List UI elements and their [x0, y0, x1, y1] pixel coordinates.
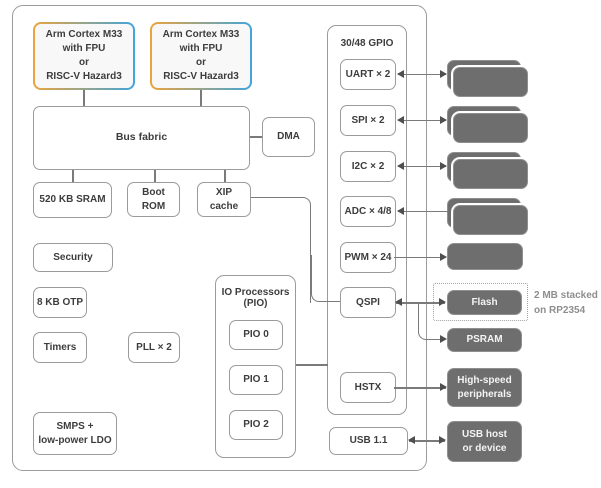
cpu-core-0-label: Arm Cortex M33 with FPU or RISC-V Hazard… [35, 24, 133, 88]
flash-note: 2 MB stacked on RP2354 [534, 290, 598, 316]
cpu-core-1-block: Arm Cortex M33 with FPU or RISC-V Hazard… [150, 22, 252, 90]
hstx-block: HSTX [340, 372, 396, 403]
xip-qspi-connector-b [311, 255, 342, 302]
qspi-psram-connector [418, 303, 442, 340]
high-speed-peripherals-block: High-speed peripherals [447, 368, 522, 407]
pio2-block: PIO 2 [229, 410, 283, 440]
cpu1-bus-connector [200, 90, 202, 107]
pio0-block: PIO 0 [229, 320, 283, 350]
dma-block: DMA [262, 117, 315, 157]
pio-title: IO Processors (PIO) [221, 287, 290, 309]
psram-arrowhead-icon [440, 334, 447, 343]
pwm-pins-block [447, 243, 523, 270]
timers-block: Timers [33, 332, 87, 363]
gpio-container: 30/48 GPIO [327, 25, 407, 415]
flash-block: Flash [447, 290, 522, 315]
spi-block: SPI × 2 [340, 105, 396, 136]
bus-dma-connector [249, 136, 263, 138]
usb-host-block: USB host or device [447, 421, 522, 462]
adc-pins-arrow [397, 207, 448, 214]
bus-sram-connector [72, 169, 74, 183]
smps-block: SMPS + low-power LDO [33, 412, 117, 455]
bus-bootrom-connector [154, 169, 156, 183]
pio1-block: PIO 1 [229, 365, 283, 395]
otp-block: 8 KB OTP [33, 287, 87, 318]
hstx-peripherals-arrow [394, 384, 447, 391]
uart-block: UART × 2 [340, 59, 396, 90]
sram-block: 520 KB SRAM [33, 182, 112, 218]
i2c-pins-arrow [397, 162, 447, 169]
i2c-block: I2C × 2 [340, 151, 396, 182]
uart-pins-arrow [397, 70, 447, 77]
boot-rom-block: Boot ROM [127, 182, 180, 217]
pwm-block: PWM × 24 [340, 242, 396, 273]
i2c-pins-front [453, 159, 528, 189]
pio-container: IO Processors (PIO) [215, 275, 296, 458]
pwm-pins-arrow [394, 253, 447, 260]
adc-block: ADC × 4/8 [340, 196, 396, 227]
spi-pins-arrow [397, 116, 447, 123]
chip-boundary [12, 5, 427, 471]
uart-pins-front [453, 67, 528, 97]
cpu-core-1-label: Arm Cortex M33 with FPU or RISC-V Hazard… [152, 24, 250, 88]
qspi-block: QSPI [340, 287, 396, 318]
cpu0-bus-connector [83, 90, 85, 107]
security-block: Security [33, 243, 113, 272]
psram-block: PSRAM [447, 328, 522, 352]
bus-xip-connector [224, 169, 226, 183]
xip-cache-block: XIP cache [197, 182, 251, 217]
cpu-core-0-block: Arm Cortex M33 with FPU or RISC-V Hazard… [33, 22, 135, 90]
pio-gpio-connector [296, 364, 328, 366]
pll-block: PLL × 2 [128, 332, 180, 363]
gpio-title: 30/48 GPIO [340, 38, 394, 49]
usb-block: USB 1.1 [329, 427, 408, 455]
usb-host-arrow [408, 437, 446, 444]
xip-qspi-connector-a [251, 197, 311, 303]
qspi-flash-arrow [395, 299, 446, 306]
adc-pins-front [453, 205, 528, 235]
bus-fabric-block: Bus fabric [33, 106, 250, 170]
spi-pins-front [453, 113, 528, 143]
